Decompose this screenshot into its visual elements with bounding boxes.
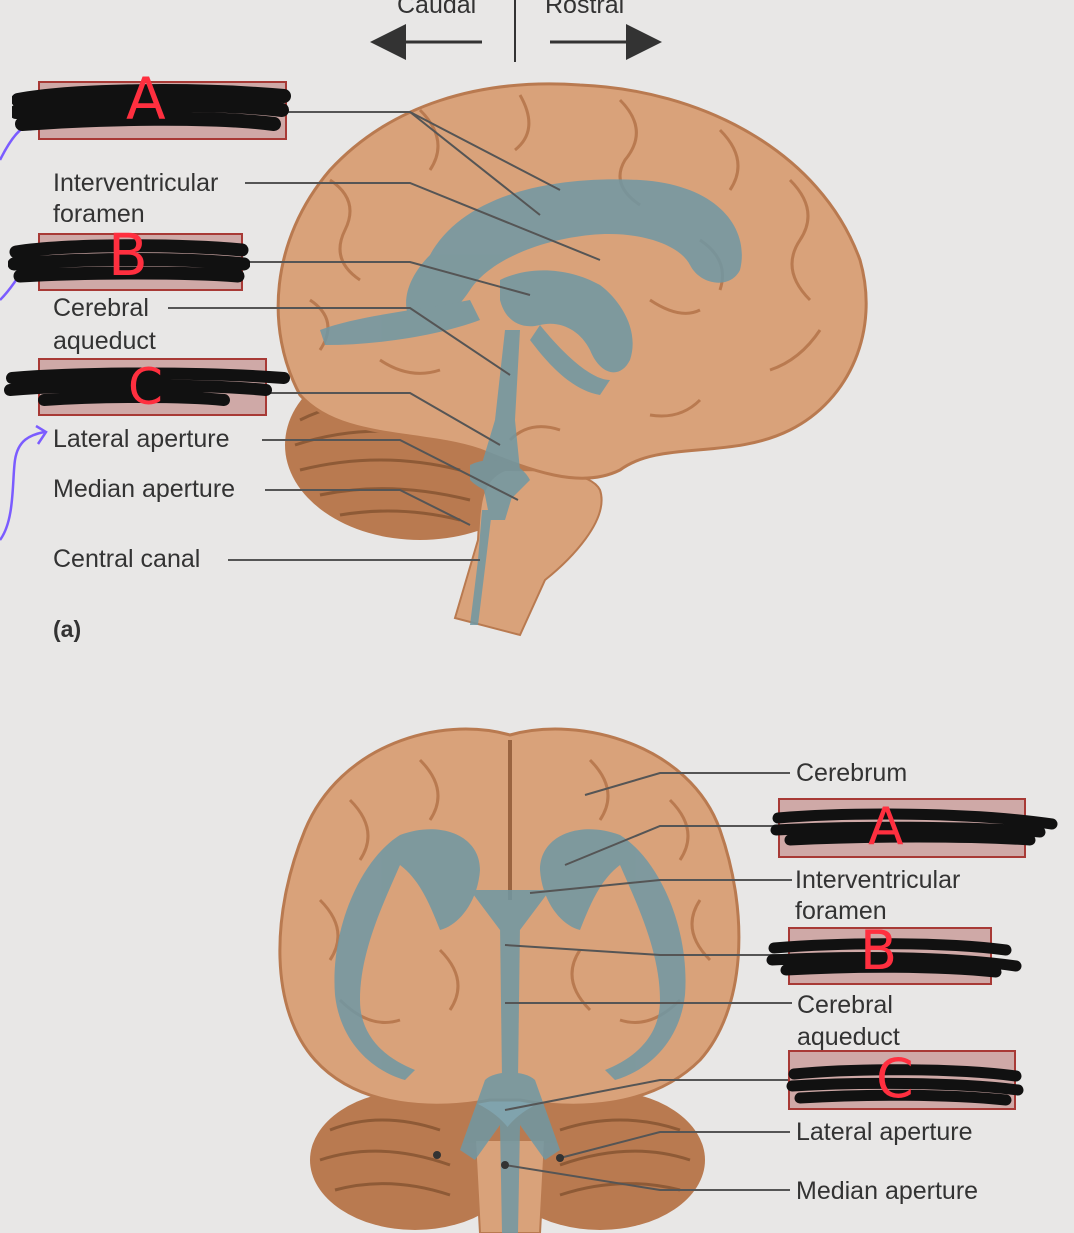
label-cerebral-aqueduct-a-line2: aqueduct xyxy=(53,327,156,355)
pen-arrows xyxy=(0,110,48,541)
label-lateral-aperture-b: Lateral aperture xyxy=(796,1118,973,1146)
redaction-b-lateral xyxy=(8,239,250,283)
label-interventricular-foramen-b-line2: foramen xyxy=(795,897,887,925)
redaction-b-frontal xyxy=(766,938,1022,978)
orientation-indicator xyxy=(370,0,662,62)
frontal-brain-view xyxy=(278,727,741,1233)
label-lateral-aperture-a: Lateral aperture xyxy=(53,425,230,453)
answer-letter-a-lateral: A xyxy=(126,65,166,133)
label-cerebrum-b: Cerebrum xyxy=(796,759,908,787)
answer-letter-c-frontal: C xyxy=(876,1047,914,1110)
label-interventricular-foramen-a-line1: Interventricular xyxy=(53,169,219,197)
leader-lines xyxy=(168,111,792,1191)
label-cerebral-aqueduct-b-line2: aqueduct xyxy=(797,1023,900,1051)
panel-label-a: (a) xyxy=(53,616,82,642)
label-interventricular-foramen-a-line2: foramen xyxy=(53,200,145,228)
answer-letter-c-lateral: C xyxy=(128,358,163,416)
answer-letter-a-frontal: A xyxy=(868,797,904,857)
label-central-canal-a: Central canal xyxy=(53,545,201,573)
redaction-a-frontal xyxy=(770,808,1058,846)
rostral-label: Rostral xyxy=(545,0,625,19)
lateral-brain-view xyxy=(276,82,868,637)
label-median-aperture-b: Median aperture xyxy=(796,1177,979,1205)
cerebellum-left xyxy=(310,1090,520,1230)
caudal-label: Caudal xyxy=(397,0,477,19)
label-interventricular-foramen-b-line1: Interventricular xyxy=(795,866,961,894)
pen-arrow-c xyxy=(0,430,45,541)
redaction-c-frontal xyxy=(786,1064,1024,1106)
answer-letter-b-frontal: B xyxy=(860,919,898,982)
label-median-aperture-a: Median aperture xyxy=(53,475,236,503)
label-cerebral-aqueduct-a-line1: Cerebral xyxy=(53,294,149,322)
redaction-c-lateral xyxy=(4,367,290,406)
label-cerebral-aqueduct-b-line1: Cerebral xyxy=(797,991,893,1019)
redaction-a-lateral xyxy=(12,84,291,131)
answer-letter-b-lateral: B xyxy=(108,221,148,289)
